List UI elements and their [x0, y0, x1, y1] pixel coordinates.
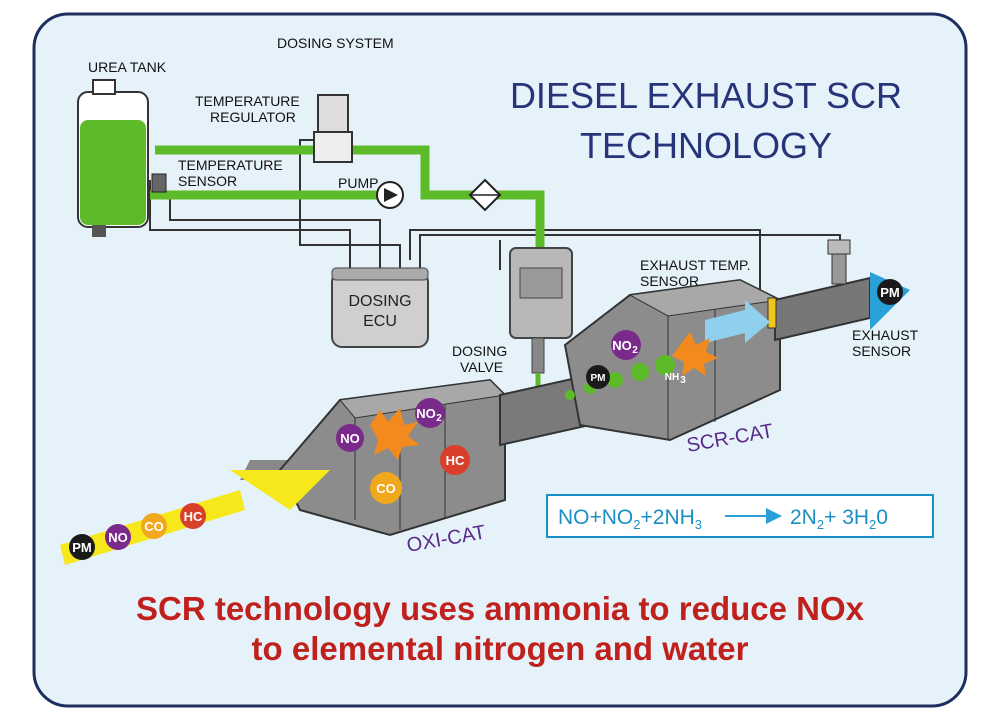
label-temp-sensor-2: SENSOR: [178, 173, 237, 189]
dosing-valve: [509, 247, 573, 408]
chemical-equation: NO+NO2+2NH3 2N2+ 3H20: [546, 494, 934, 538]
molecule-pm-inlet: PM: [72, 540, 92, 555]
molecule-co-inlet: CO: [144, 519, 164, 534]
caption-line-1: SCR technology uses ammonia to reduce NO…: [136, 590, 865, 627]
reaction-burst-icon: [370, 408, 420, 460]
label-temp-regulator-2: REGULATOR: [210, 109, 296, 125]
label-exhaust-sensor-2: SENSOR: [852, 343, 911, 359]
label-temp-sensor-1: TEMPERATURE: [178, 157, 283, 173]
molecule-no2-scr: NO: [612, 338, 632, 353]
equation-left-rest: +2NH: [641, 506, 695, 529]
ammonia-spray: [565, 355, 675, 400]
equation-right-rest: + 3H: [824, 506, 869, 529]
oxi-cat-molecules: NO NO 2 HC CO: [336, 398, 470, 504]
exhaust-temp-probe: [767, 297, 777, 329]
scr-cat-molecules: NO 2 PM NH 3 PM: [586, 279, 903, 389]
dosing-module: [313, 94, 353, 163]
label-dosing-valve-2: VALVE: [460, 359, 503, 375]
title-line-1: DIESEL EXHAUST SCR: [510, 75, 902, 116]
label-temp-regulator-1: TEMPERATURE: [195, 93, 300, 109]
title-line-2: TECHNOLOGY: [580, 125, 832, 166]
equation-left: NO+NO: [558, 506, 633, 529]
svg-text:NO+NO2+2NH3: NO+NO2+2NH3: [558, 506, 702, 532]
ecu-label-2: ECU: [363, 313, 397, 330]
label-dosing-system: DOSING SYSTEM: [277, 35, 394, 51]
molecule-hc-inlet: HC: [184, 509, 203, 524]
oxi-cat: [278, 378, 507, 537]
equation-left-sub: 2: [633, 517, 640, 532]
label-pump: PUMP: [338, 175, 378, 191]
filter-icon: [468, 178, 502, 212]
label-urea-tank: UREA TANK: [88, 59, 167, 75]
molecule-no2-oxi: NO: [416, 406, 436, 421]
molecule-no-inlet: NO: [108, 530, 128, 545]
molecule-pm-scr: PM: [591, 373, 606, 384]
scr-reaction-burst-icon: [672, 332, 718, 376]
inlet-molecules: PM NO CO HC: [69, 503, 206, 560]
caption-line-2: to elemental nitrogen and water: [252, 630, 749, 667]
dosing-ecu: DOSING ECU: [331, 267, 429, 348]
inlet-arrow-icon: [230, 470, 330, 510]
urea-tank: [77, 79, 167, 237]
molecule-co-oxi: CO: [376, 481, 396, 496]
equation-right-sub2: 2: [869, 517, 876, 532]
exhaust-sensor: [827, 239, 851, 285]
label-exhaust-sensor-1: EXHAUST: [852, 327, 919, 343]
equation-right: 2N: [790, 506, 817, 529]
label-dosing-valve-1: DOSING: [452, 343, 507, 359]
molecule-nh3: NH: [665, 372, 679, 383]
molecule-nh3-sub: 3: [680, 375, 686, 386]
label-exhaust-temp-2: SENSOR: [640, 273, 699, 289]
ecu-label-1: DOSING: [348, 293, 411, 310]
molecule-no2-scr-sub: 2: [632, 345, 638, 356]
equation-right-end: 0: [876, 506, 888, 529]
molecule-no-oxi: NO: [340, 431, 360, 446]
label-exhaust-temp-1: EXHAUST TEMP.: [640, 257, 750, 273]
molecule-pm-outlet: PM: [880, 285, 900, 300]
scr-flow-arrow-icon: [705, 300, 770, 343]
molecule-hc-oxi: HC: [446, 453, 465, 468]
pump-icon: [376, 181, 404, 209]
molecule-no2-oxi-sub: 2: [436, 413, 442, 424]
equation-right-sub: 2: [817, 517, 824, 532]
equation-left-sub2: 3: [695, 517, 702, 532]
svg-text:2N2+ 3H20: 2N2+ 3H20: [790, 506, 888, 532]
